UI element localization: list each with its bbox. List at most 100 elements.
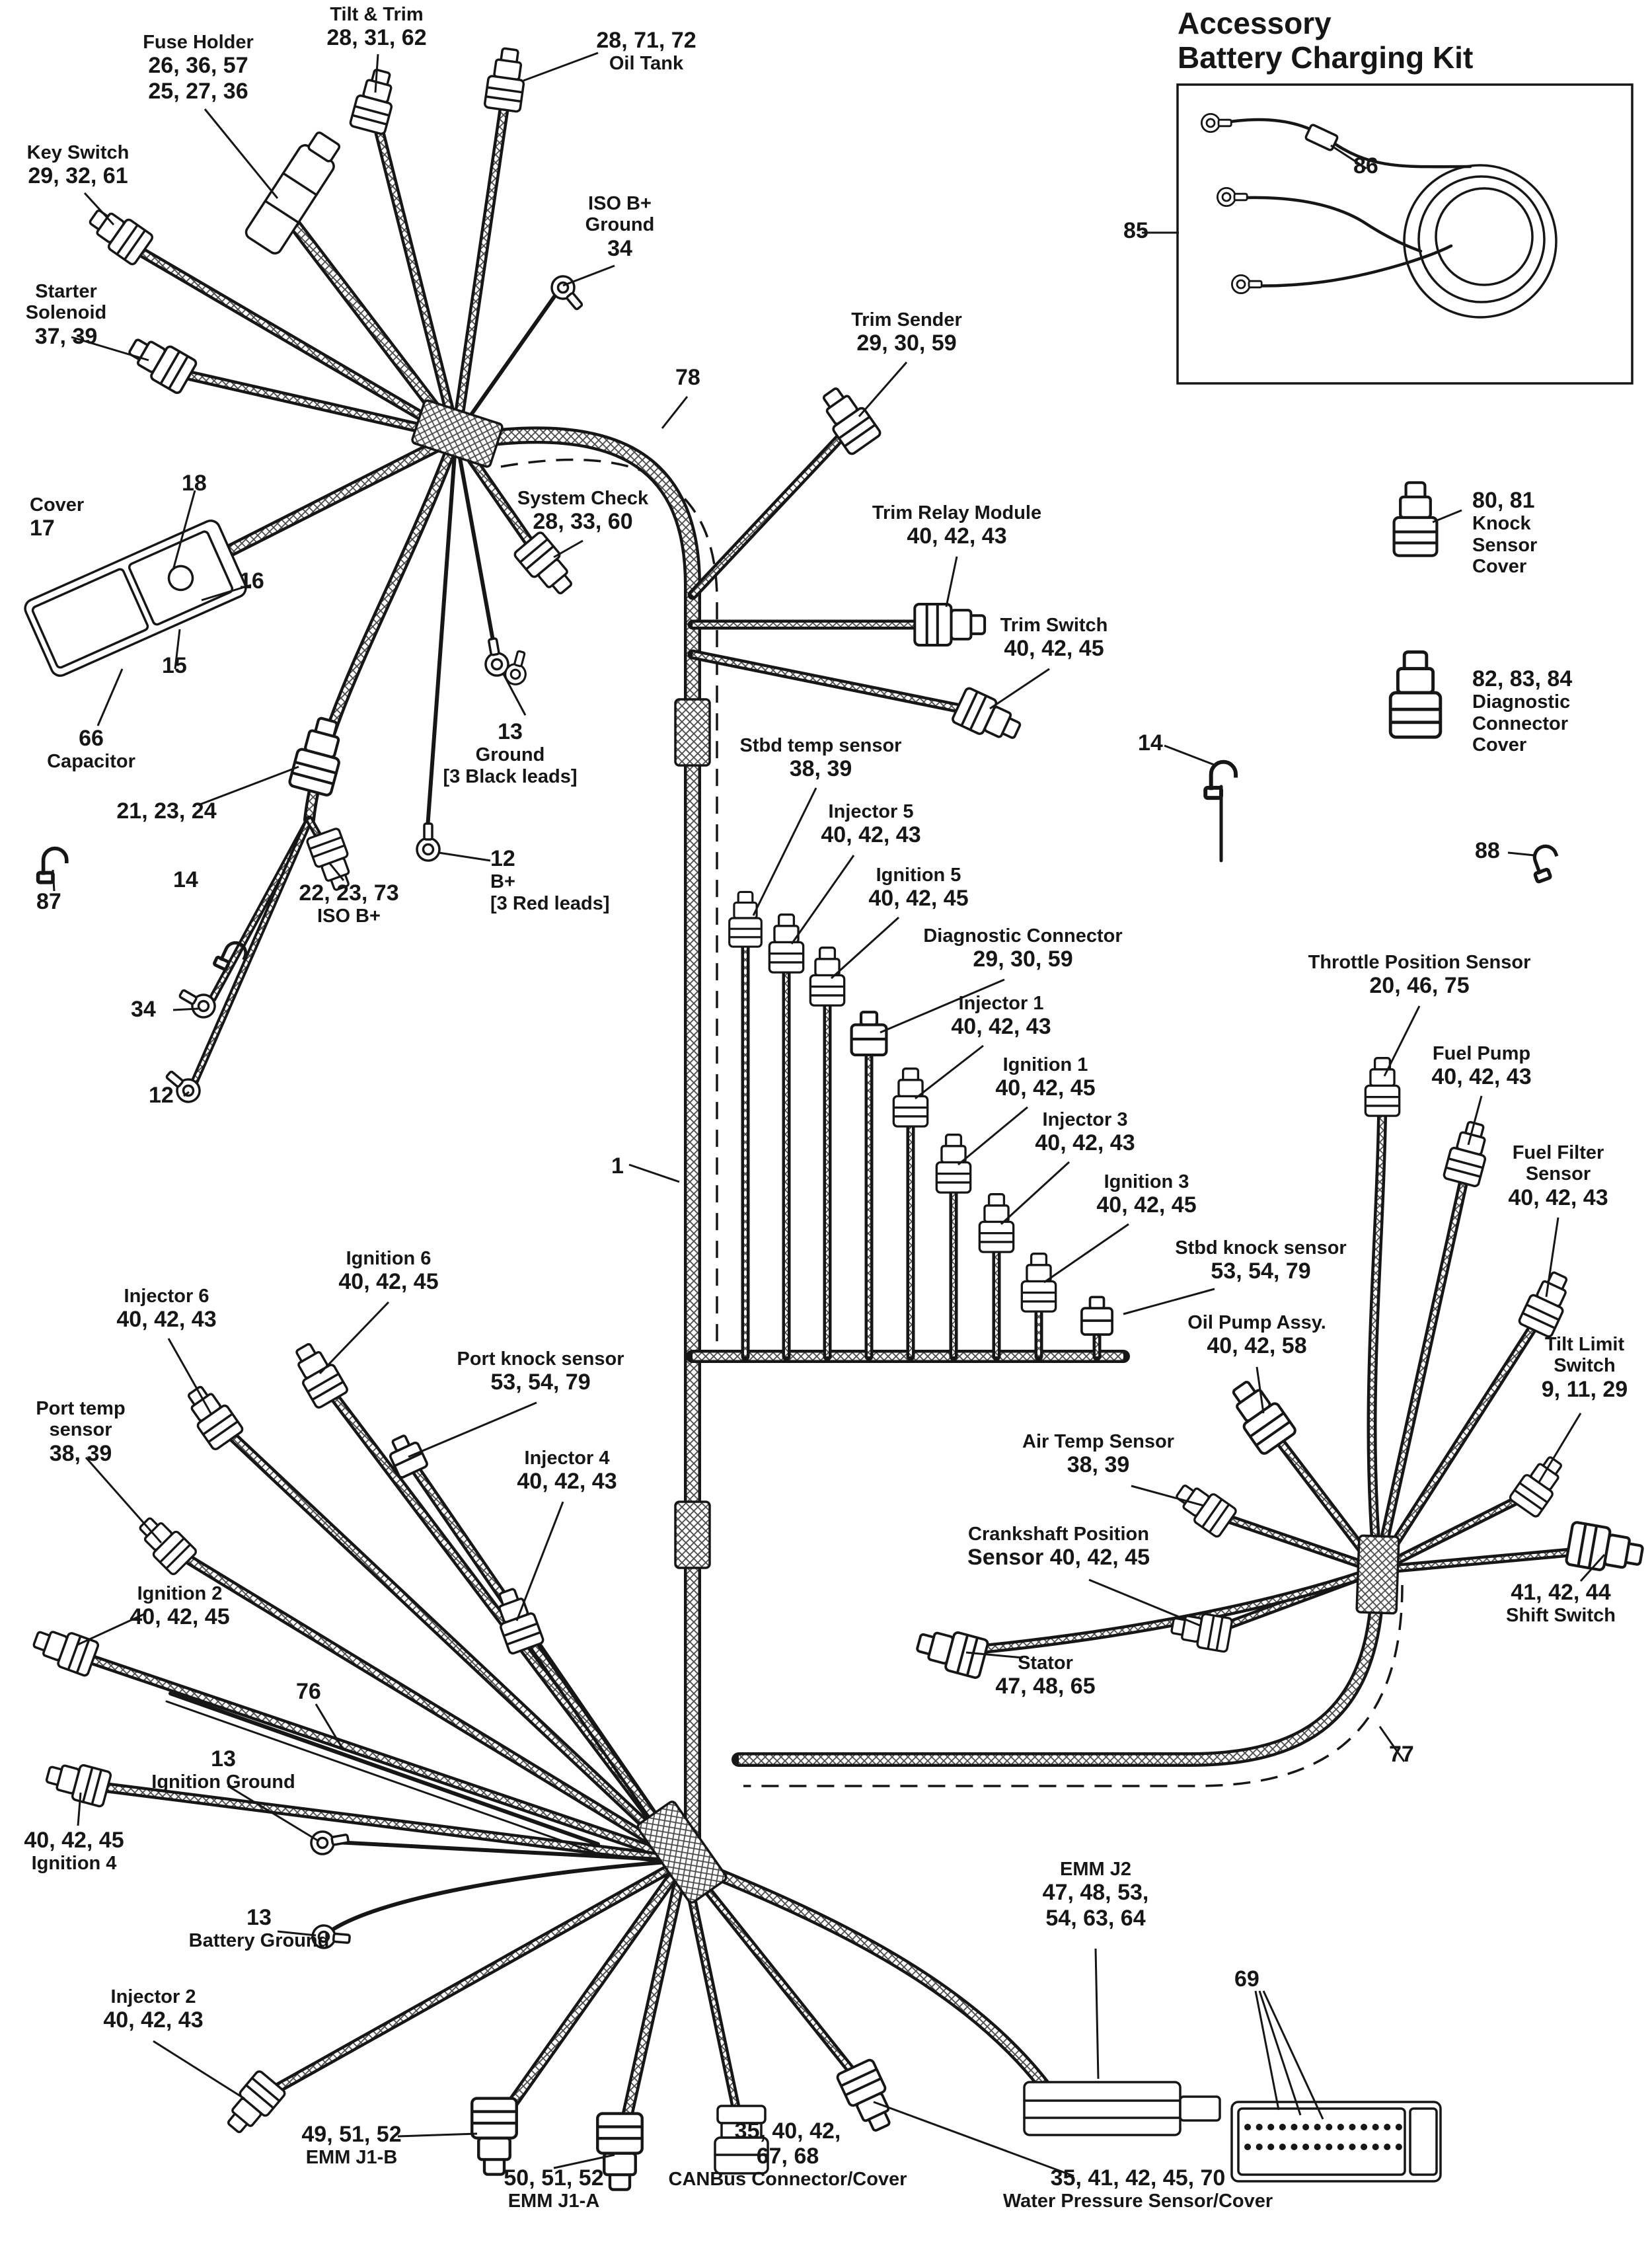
fuse-holder-text-1: 26, 36, 57 [148, 53, 248, 79]
callout-76-text-0: 76 [296, 1679, 321, 1704]
fuel-pump-text-1: 40, 42, 43 [1431, 1064, 1532, 1090]
canbus-connector-part [714, 2105, 769, 2175]
diagnostic-connector-text-0: Diagnostic Connector [923, 925, 1123, 947]
diagnostic-connector-cover-part [1390, 652, 1441, 737]
trim-sender-connector [813, 380, 883, 457]
throttle-position-sensor-text-1: 20, 46, 75 [1369, 973, 1470, 999]
tilt-limit-switch-connector [1507, 1450, 1571, 1519]
fuel-filter-sensor-text-0: Fuel Filter [1512, 1142, 1604, 1163]
cover-capacitor-part [24, 520, 247, 677]
callout-18-text-0: 18 [182, 471, 207, 496]
callout-14-left-label: 14 [173, 867, 198, 892]
callout-78-label: 78 [675, 365, 700, 390]
ignition-4-connector [42, 1756, 113, 1808]
callout-14-right-label: 14 [1138, 730, 1163, 756]
callout-77-text-0: 77 [1389, 1742, 1414, 1767]
kit-lead-ring-3 [1231, 274, 1263, 295]
b-plus-3-red-leads-text-0: 12 [490, 846, 515, 871]
stator-text-1: 47, 48, 65 [995, 1674, 1096, 1699]
throttle-position-sensor-connector [1364, 1057, 1401, 1117]
harness-sleeves [411, 399, 1400, 1904]
clamp-88 [1527, 843, 1563, 882]
crankshaft-position-sensor-text-1: Sensor 40, 42, 45 [967, 1545, 1150, 1571]
diagnostic-connector-cover-text-3: Cover [1472, 734, 1527, 756]
dashed-harness-outline [500, 458, 1404, 1787]
emm-j1-b-text-0: 49, 51, 52 [301, 2122, 402, 2147]
fuse-holder-text-2: 25, 27, 36 [148, 78, 248, 104]
emm-j2-text-2: 54, 63, 64 [1045, 1905, 1146, 1931]
throttle-position-sensor-text-0: Throttle Position Sensor [1308, 952, 1531, 973]
leader-lines [52, 52, 1606, 2177]
diagnostic-connector-cover-text-1: Diagnostic [1472, 691, 1571, 713]
water-pressure-sensor-cover-text-0: 35, 41, 42, 45, 70 [1050, 2165, 1226, 2191]
callout-85-label: 85 [1123, 218, 1148, 243]
connector-glyphs [24, 46, 1645, 2190]
fuel-filter-sensor-connector [1517, 1266, 1578, 1339]
crankshaft-position-sensor-text-0: Crankshaft Position [968, 1524, 1149, 1545]
shift-switch-text-0: 41, 42, 44 [1511, 1580, 1611, 1605]
trim-relay-module-text-1: 40, 42, 43 [907, 524, 1007, 549]
injector-1-text-1: 40, 42, 43 [951, 1014, 1051, 1040]
shift-switch-connector [1565, 1522, 1645, 1576]
injector-1-text-0: Injector 1 [958, 993, 1044, 1014]
callout-86-text-0: 86 [1353, 153, 1378, 178]
thin-wires [165, 289, 1223, 1935]
callout-88-text-0: 88 [1475, 838, 1500, 863]
kit-title-text-0: Accessory [1178, 6, 1332, 40]
ignition-2-text-0: Ignition 2 [137, 1583, 223, 1604]
trim-relay-module-text-0: Trim Relay Module [872, 502, 1042, 524]
ground-3-black-leads-text-0: 13 [498, 719, 523, 744]
callout-14-left-text-0: 14 [173, 867, 198, 892]
knock-sensor-cover-text-0: 80, 81 [1472, 488, 1535, 513]
water-pressure-sensor-cover-text-1: Water Pressure Sensor/Cover [1002, 2191, 1273, 2212]
stbd-temp-sensor-text-1: 38, 39 [789, 756, 852, 782]
callout-78-text-0: 78 [675, 365, 700, 390]
callout-1-text-0: 1 [611, 1153, 624, 1179]
port-knock-sensor-text-0: Port knock sensor [457, 1348, 624, 1370]
diagnostic-connector-cover-text-0: 82, 83, 84 [1472, 666, 1573, 691]
air-temp-sensor-connector [1169, 1475, 1238, 1539]
ignition-6-text-1: 40, 42, 45 [338, 1269, 439, 1295]
port-temp-sensor-text-1: sensor [49, 1419, 112, 1441]
iso-b-plus-text-1: ISO B+ [317, 906, 381, 927]
callout-16-label: 16 [239, 568, 264, 594]
kit-lead-ring-2 [1217, 186, 1248, 208]
tilt-limit-switch-text-0: Tilt Limit [1544, 1334, 1625, 1355]
key-switch-text-1: 29, 32, 61 [28, 163, 128, 189]
oil-tank-text-1: Oil Tank [609, 53, 684, 75]
callout-12-left-text-0: 12 [149, 1083, 174, 1108]
fuel-pump-text-0: Fuel Pump [1432, 1043, 1531, 1064]
clamp-14-right [1205, 762, 1236, 798]
ignition-2-text-1: 40, 42, 45 [130, 1604, 230, 1630]
callout-34-left-text-0: 34 [131, 997, 156, 1022]
fuse-holder-part [244, 131, 341, 254]
callout-34-left-label: 34 [131, 997, 156, 1022]
b-plus-3-red-leads-text-1: B+ [490, 871, 515, 893]
stbd-knock-sensor-part [1080, 1296, 1113, 1336]
ring-terminal-34 [174, 982, 220, 1023]
ignition-3-connector [1020, 1253, 1057, 1313]
iso-b-plus-ground-text-1: Ground [585, 214, 655, 236]
capacitor-text-1: Capacitor [47, 751, 135, 773]
starter-solenoid-text-2: 37, 39 [34, 323, 98, 349]
injector-6-text-1: 40, 42, 43 [116, 1307, 217, 1333]
trim-sender-text-0: Trim Sender [851, 309, 962, 330]
stator-connector [913, 1622, 990, 1680]
